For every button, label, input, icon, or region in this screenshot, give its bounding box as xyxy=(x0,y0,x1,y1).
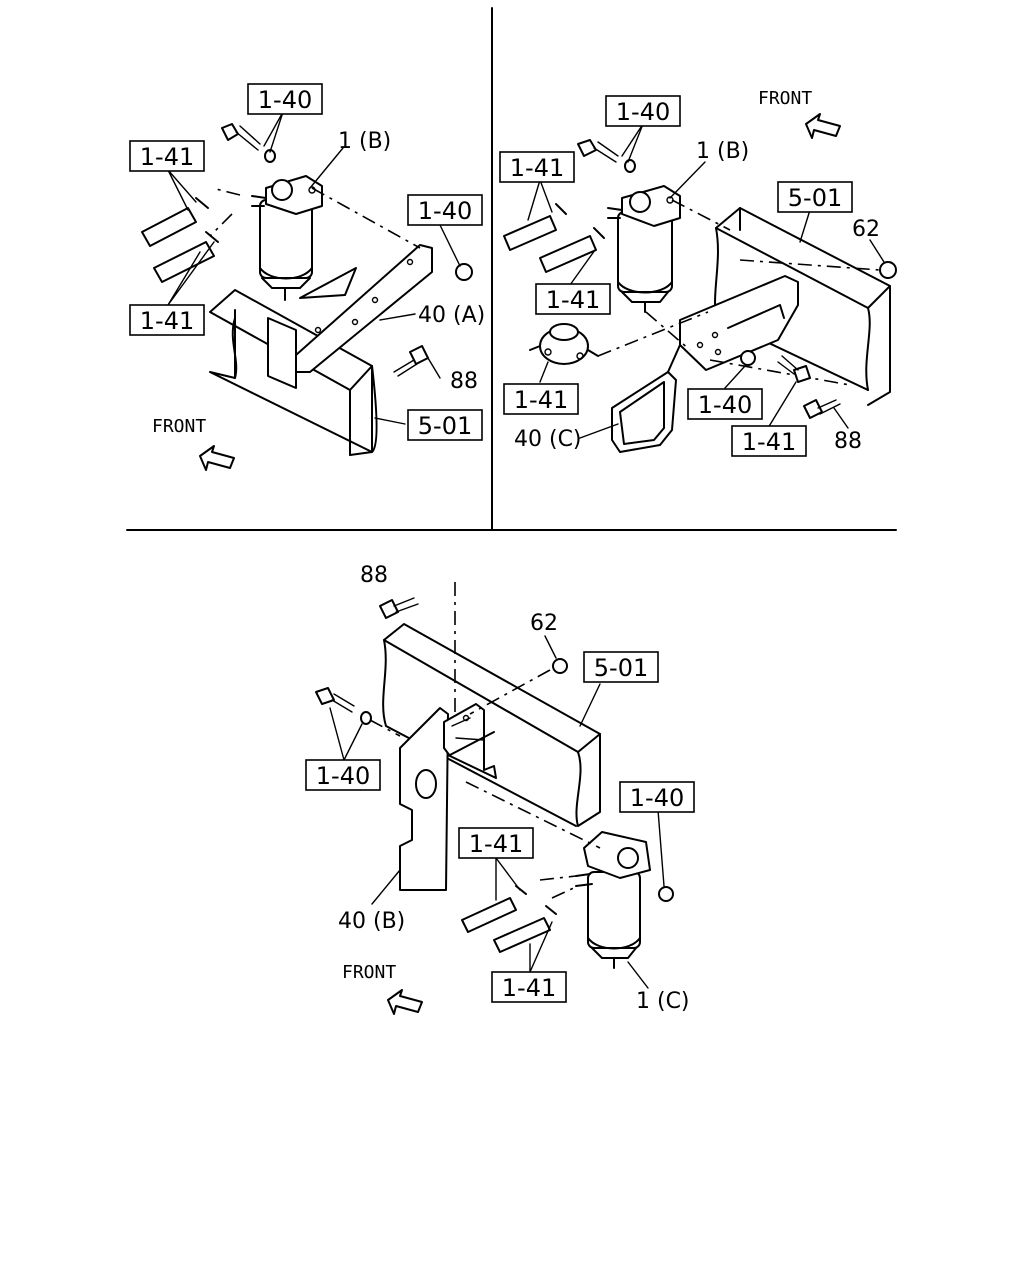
front-arrow-icon xyxy=(199,445,235,471)
label-1-40: 1-40 xyxy=(258,86,312,114)
label-1-40: 1-40 xyxy=(316,762,370,790)
dash-line xyxy=(539,875,577,881)
leader-lines xyxy=(527,123,885,439)
dash-line xyxy=(209,213,233,237)
nut-icon xyxy=(740,350,756,366)
dash-line xyxy=(211,187,241,196)
bolt-icon xyxy=(577,139,636,173)
dash-line xyxy=(645,311,691,351)
fuel-filter-1b xyxy=(607,185,681,313)
label-1b: 1 (B) xyxy=(338,129,391,154)
nut-icon xyxy=(658,886,674,902)
bolt-88-icon xyxy=(379,597,419,619)
nut-icon xyxy=(455,263,473,281)
label-40b: 40 (B) xyxy=(338,909,405,934)
leader-lines xyxy=(329,635,665,989)
label-88: 88 xyxy=(360,563,388,588)
bolt-88-icon xyxy=(803,399,841,419)
label-1-41: 1-41 xyxy=(469,830,523,858)
label-front: FRONT xyxy=(152,416,206,437)
dash-line xyxy=(551,885,579,899)
label-1-41: 1-41 xyxy=(502,974,556,1002)
front-arrow-icon xyxy=(387,989,423,1015)
panel-3: 88 62 5-01 1-40 1-40 1-41 40 (B) FRONT 1… xyxy=(305,563,695,1015)
fuel-filter-1c xyxy=(575,831,651,969)
label-1-40: 1-40 xyxy=(630,784,684,812)
label-1-41: 1-41 xyxy=(140,307,194,335)
label-5-01: 5-01 xyxy=(418,412,472,440)
label-5-01: 5-01 xyxy=(594,654,648,682)
bracket-40c xyxy=(611,275,799,453)
label-1-40: 1-40 xyxy=(616,98,670,126)
label-88: 88 xyxy=(834,429,862,454)
label-1-41: 1-41 xyxy=(546,286,600,314)
bolt-icon xyxy=(315,687,372,725)
nut-62-icon xyxy=(552,658,568,674)
label-1b: 1 (B) xyxy=(696,139,749,164)
dash-line xyxy=(739,259,881,271)
fuel-filter-1b xyxy=(251,175,323,301)
priming-pump-icon xyxy=(529,323,599,365)
bracket-40b xyxy=(399,703,497,891)
dash-line xyxy=(597,311,709,357)
dash-line xyxy=(369,719,401,737)
label-62: 62 xyxy=(530,611,558,636)
hose-icon xyxy=(461,885,557,953)
label-88: 88 xyxy=(450,369,478,394)
leader-lines xyxy=(167,111,461,425)
dash-line xyxy=(709,359,851,386)
dash-line xyxy=(671,199,731,231)
bolt-icon xyxy=(221,123,276,163)
label-62: 62 xyxy=(852,217,880,242)
dash-line xyxy=(465,781,601,849)
dash-line xyxy=(311,187,421,249)
label-1-41: 1-41 xyxy=(742,428,796,456)
label-40a: 40 (A) xyxy=(418,303,485,328)
nut-62-icon xyxy=(879,261,897,279)
panel-2: 1-40 FRONT 1-41 1 (B) 5-01 62 1-41 1-41 … xyxy=(499,88,897,457)
label-1-40: 1-40 xyxy=(698,391,752,419)
front-arrow-icon xyxy=(805,113,841,139)
frame-rail xyxy=(382,623,601,827)
label-1-40: 1-40 xyxy=(418,197,472,225)
label-1-41: 1-41 xyxy=(510,154,564,182)
label-front: FRONT xyxy=(758,88,812,109)
label-1c: 1 (C) xyxy=(636,989,690,1014)
label-5-01: 5-01 xyxy=(788,184,842,212)
bolt-88-icon xyxy=(393,345,429,377)
panel-1: 1-40 1-41 1-41 1 (B) 1-40 40 (A) 88 5-01… xyxy=(129,83,485,471)
label-front: FRONT xyxy=(342,962,396,983)
hose-icon xyxy=(503,203,605,273)
label-1-41: 1-41 xyxy=(140,143,194,171)
label-40c: 40 (C) xyxy=(514,427,582,452)
bracket-40a xyxy=(267,244,433,389)
panel-dividers xyxy=(126,7,897,531)
label-1-41: 1-41 xyxy=(514,386,568,414)
bolt-icon xyxy=(777,355,811,383)
hose-icon xyxy=(141,197,219,283)
